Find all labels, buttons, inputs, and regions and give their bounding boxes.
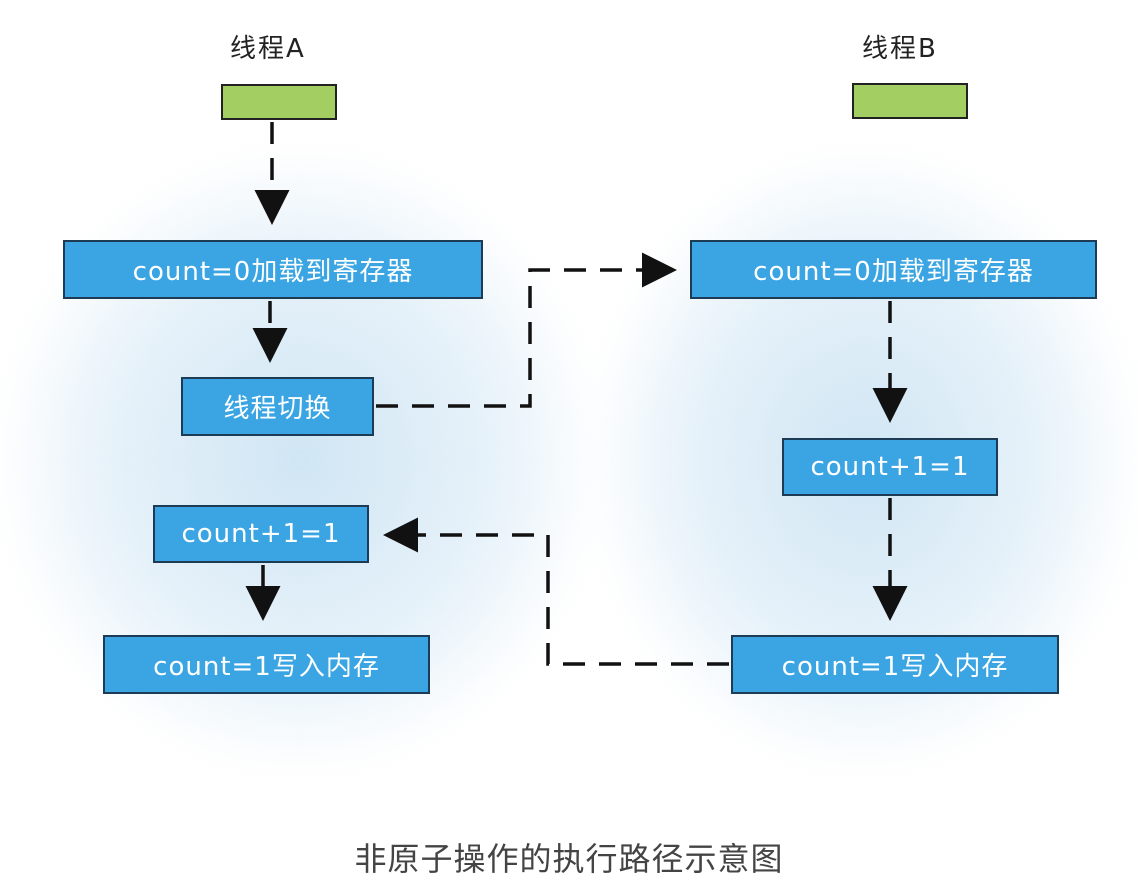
arrow-b-write-to-a-increment xyxy=(383,517,729,666)
arrow-switch-to-b-load xyxy=(376,252,677,408)
thread-a-switch-step: 线程切换 xyxy=(181,377,374,436)
thread-b-title: 线程B xyxy=(862,34,938,64)
thread-a-head-box xyxy=(221,84,337,120)
thread-b-load-step: count=0加载到寄存器 xyxy=(690,240,1097,299)
diagram-caption: 非原子操作的执行路径示意图 xyxy=(354,840,784,878)
thread-b-write-step: count=1写入内存 xyxy=(731,635,1059,694)
thread-a-write-step: count=1写入内存 xyxy=(103,635,430,694)
thread-b-increment-step: count+1=1 xyxy=(782,438,998,496)
thread-a-load-step: count=0加载到寄存器 xyxy=(63,240,483,299)
thread-b-head-box xyxy=(852,83,968,119)
thread-a-title: 线程A xyxy=(230,34,306,64)
thread-a-increment-step: count+1=1 xyxy=(153,505,369,563)
